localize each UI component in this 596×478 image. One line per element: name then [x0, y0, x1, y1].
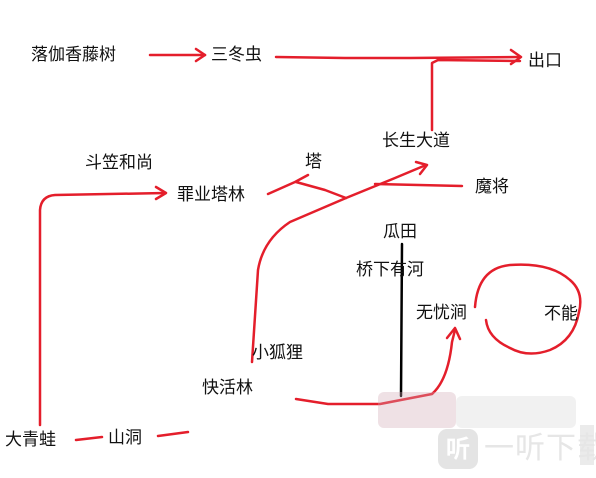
node-qiaoxia: 桥下有河	[356, 260, 424, 280]
edge-guatian-line	[399, 242, 404, 398]
edge-ta-junction	[294, 180, 348, 200]
node-xiaohu: 小狐狸	[252, 343, 303, 363]
node-douli: 斗笠和尚	[85, 153, 153, 173]
blur-patch	[580, 425, 594, 465]
node-buneng: 不能	[544, 304, 578, 324]
node-luojia: 落伽香藤树	[31, 45, 116, 65]
arrowhead-kuaihuo-changsheng	[414, 160, 429, 176]
edge-kuaihuo-wuyou	[294, 328, 457, 406]
arrowhead-luojia-sandong	[194, 47, 207, 63]
edge-daqingwa-shandong	[74, 435, 104, 442]
blur-patch	[378, 392, 456, 428]
node-mojiang: 魔将	[475, 177, 509, 197]
edge-sandong-chukou	[274, 55, 522, 60]
edge-shandong-out	[156, 430, 190, 438]
edge-junction-mojiang	[373, 182, 464, 188]
arrowhead-daqingwa-zuiye	[154, 185, 168, 201]
edge-wuyou-buneng-loop	[473, 263, 582, 355]
edge-kuaihuo-changsheng	[250, 163, 428, 364]
node-chukou: 出口	[528, 51, 562, 71]
watermark-logo-icon: 听	[438, 429, 478, 469]
node-changsheng: 长生大道	[382, 131, 450, 151]
node-ta: 塔	[305, 152, 322, 172]
edge-daqingwa-zuiye	[38, 191, 167, 427]
watermark-text: 一听下载	[484, 431, 596, 466]
node-kuaihuo: 快活林	[202, 378, 253, 398]
node-guatian: 瓜田	[383, 222, 417, 242]
node-zuiye: 罪业塔林	[177, 185, 245, 205]
node-sandong: 三冬虫	[211, 45, 262, 65]
node-daqingwa: 大青蛙	[5, 430, 56, 450]
node-wuyou: 无忧涧	[416, 303, 467, 323]
blur-patch	[456, 396, 576, 428]
edge-changsheng-chukou	[430, 58, 522, 132]
arrowhead-kuaihuo-wuyou	[445, 326, 462, 341]
node-shandong: 山洞	[108, 428, 142, 448]
